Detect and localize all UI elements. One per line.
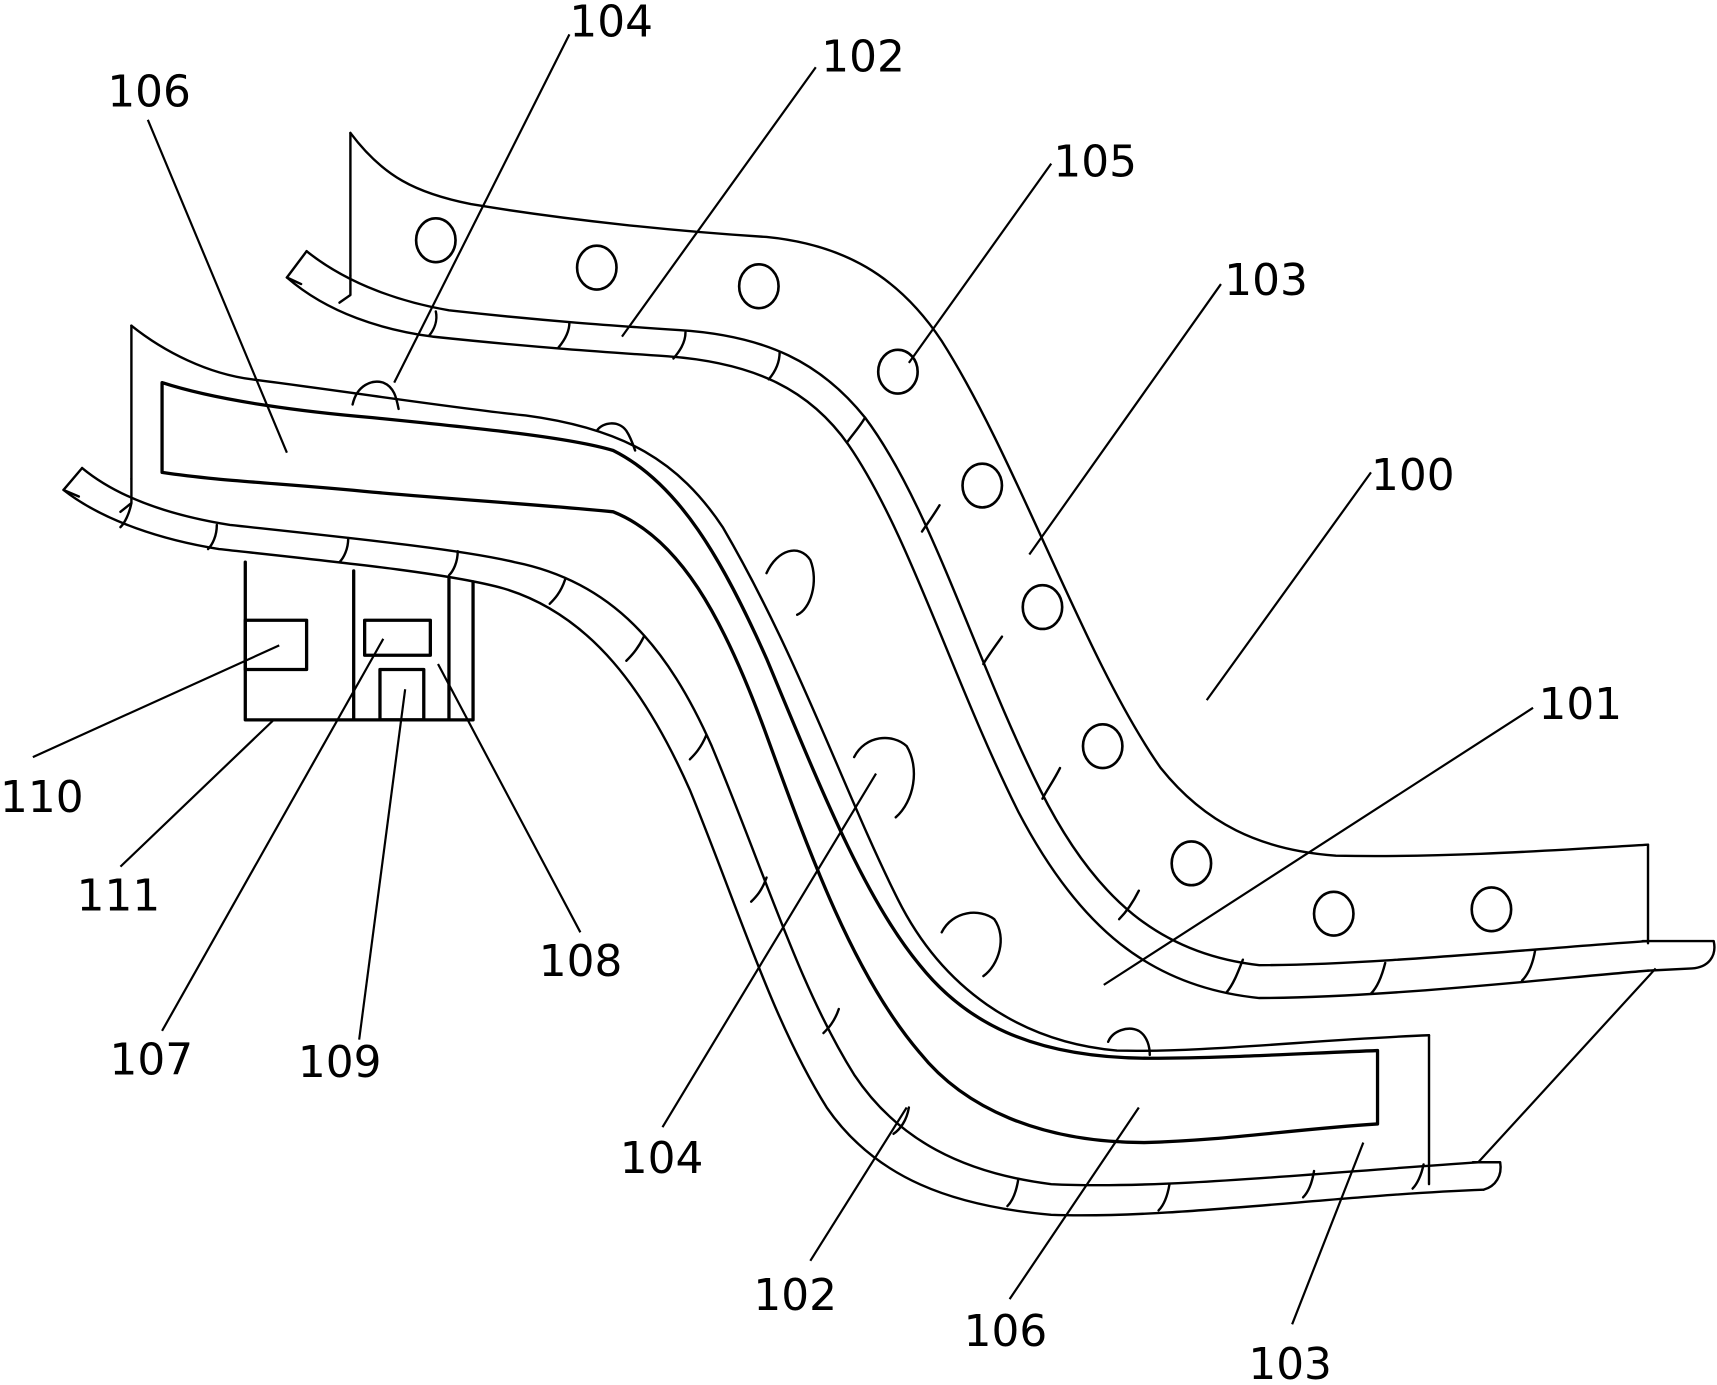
label-102: 102 — [821, 32, 905, 83]
leader-lines — [32, 33, 1657, 1325]
leader-106b — [1008, 1106, 1140, 1300]
lower-rail-end-right — [1471, 1161, 1502, 1191]
leader-104b — [661, 772, 877, 1128]
lower-rail-line-1 — [80, 466, 1480, 1187]
label-109: 109 — [298, 1037, 382, 1088]
lower-rail-line-2 — [62, 488, 1485, 1217]
component-110 — [243, 618, 309, 672]
bump — [765, 549, 815, 616]
upper-plate-left-arm — [338, 274, 352, 304]
lower-plate — [62, 274, 1502, 1217]
label-106-lower: 106 — [964, 1306, 1048, 1357]
lower-rail-ticks — [119, 501, 1425, 1212]
lower-rail-end-left — [62, 466, 84, 498]
upper-rail-end-left — [285, 250, 308, 286]
leader-110 — [32, 644, 280, 759]
upper-rail-ticks — [428, 310, 1537, 995]
leader-103a — [1028, 283, 1222, 556]
leader-upper-lip — [1477, 967, 1657, 1164]
label-104: 104 — [569, 0, 653, 48]
hole — [737, 263, 780, 310]
hole — [1081, 722, 1124, 770]
perforation-holes — [414, 217, 1513, 937]
component-107 — [363, 618, 432, 657]
bump — [595, 422, 637, 452]
label-100: 100 — [1371, 450, 1455, 501]
label-103-lower: 103 — [1248, 1339, 1332, 1385]
hole — [414, 217, 457, 264]
lower-plate-top-edge — [130, 324, 1431, 1053]
label-107: 107 — [110, 1035, 194, 1086]
upper-rail-line-2 — [285, 276, 1650, 1000]
hole — [876, 348, 919, 395]
inner-channel-outline — [160, 380, 1380, 1145]
label-111: 111 — [77, 870, 161, 921]
hole — [1470, 886, 1513, 933]
leader-107 — [161, 638, 385, 1032]
label-105: 105 — [1053, 137, 1137, 188]
leader-102a — [621, 66, 817, 338]
leader-101 — [1103, 706, 1534, 986]
leader-109 — [358, 689, 407, 1040]
hole — [575, 244, 618, 291]
label-104-lower: 104 — [620, 1133, 704, 1184]
leader-100 — [1205, 471, 1372, 701]
upper-plate — [285, 131, 1716, 1000]
bump — [351, 380, 400, 411]
leader-105 — [907, 162, 1053, 364]
lower-plate-left-arm — [119, 477, 133, 514]
leader-104a — [393, 33, 571, 384]
label-102-lower: 102 — [753, 1270, 837, 1321]
leader-106a — [146, 119, 288, 454]
hole — [1312, 890, 1355, 937]
upper-plate-top-edge — [349, 131, 1650, 858]
label-110: 110 — [0, 772, 84, 823]
label-103: 103 — [1224, 255, 1308, 306]
hole — [1170, 840, 1213, 887]
bump — [852, 736, 916, 819]
bump — [940, 911, 1002, 978]
upper-rail-end-right — [1641, 939, 1716, 972]
control-box-outline — [243, 560, 475, 722]
leader-102b — [809, 1106, 908, 1262]
leader-111 — [119, 719, 275, 868]
upper-rail-line-1 — [305, 250, 1650, 967]
leader-108 — [437, 663, 582, 933]
leader-103b — [1291, 1142, 1365, 1325]
hole — [961, 462, 1004, 509]
label-101: 101 — [1539, 679, 1623, 730]
label-108: 108 — [539, 936, 623, 987]
control-box — [243, 560, 475, 722]
hole — [1021, 583, 1064, 631]
bump — [1106, 1027, 1151, 1057]
reference-labels: 104 106 102 105 103 100 101 110 111 107 … — [0, 0, 1622, 1385]
bumps — [351, 380, 1151, 1057]
label-106: 106 — [107, 67, 191, 118]
